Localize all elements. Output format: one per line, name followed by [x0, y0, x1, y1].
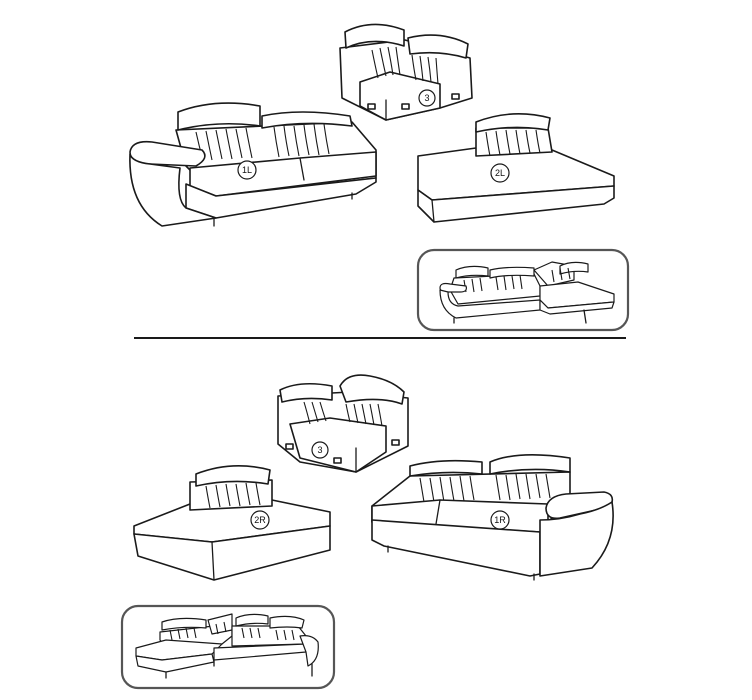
bottom-chaise-headrest	[195, 465, 271, 487]
top-chaise-label: 2L	[495, 168, 505, 178]
top-corner-headrest-left	[344, 23, 405, 49]
bottom-chaise-label: 2R	[254, 515, 266, 525]
bottom-assembled-preview	[120, 604, 336, 690]
top-sofa-label: 1L	[242, 165, 252, 175]
top-sofa-headrest-right	[261, 111, 353, 129]
bottom-sofa-headrest-right	[489, 454, 571, 475]
top-corner-label: 3	[424, 93, 429, 103]
bottom-sofa-headrest-left	[409, 459, 483, 477]
bottom-corner-headrest-left	[279, 382, 333, 403]
bottom-chaise-label-circle	[250, 510, 270, 530]
top-corner-headrest-right	[407, 34, 469, 59]
bottom-sofa-1r: 1R	[371, 454, 614, 581]
top-assembled-preview	[416, 248, 630, 332]
bottom-corner-label-circle	[311, 441, 329, 459]
top-corner-label-circle	[418, 89, 436, 107]
bottom-sofa-label: 1R	[494, 515, 506, 525]
top-chaise-headrest	[475, 113, 551, 133]
bottom-corner-module: 3	[277, 374, 409, 473]
top-sofa-1l: 1L	[129, 102, 377, 227]
top-chaise-label-circle	[490, 163, 510, 183]
bottom-chaise-2r: 2R	[133, 465, 331, 581]
top-chaise-2l: 2L	[417, 113, 615, 223]
bottom-corner-label: 3	[317, 445, 322, 455]
bottom-corner-headrest-right	[339, 374, 405, 405]
top-sofa-label-circle	[237, 160, 257, 180]
top-sofa-headrest-left	[177, 102, 261, 131]
top-corner-module: 3	[339, 23, 473, 121]
bottom-sofa-label-circle	[490, 510, 510, 530]
